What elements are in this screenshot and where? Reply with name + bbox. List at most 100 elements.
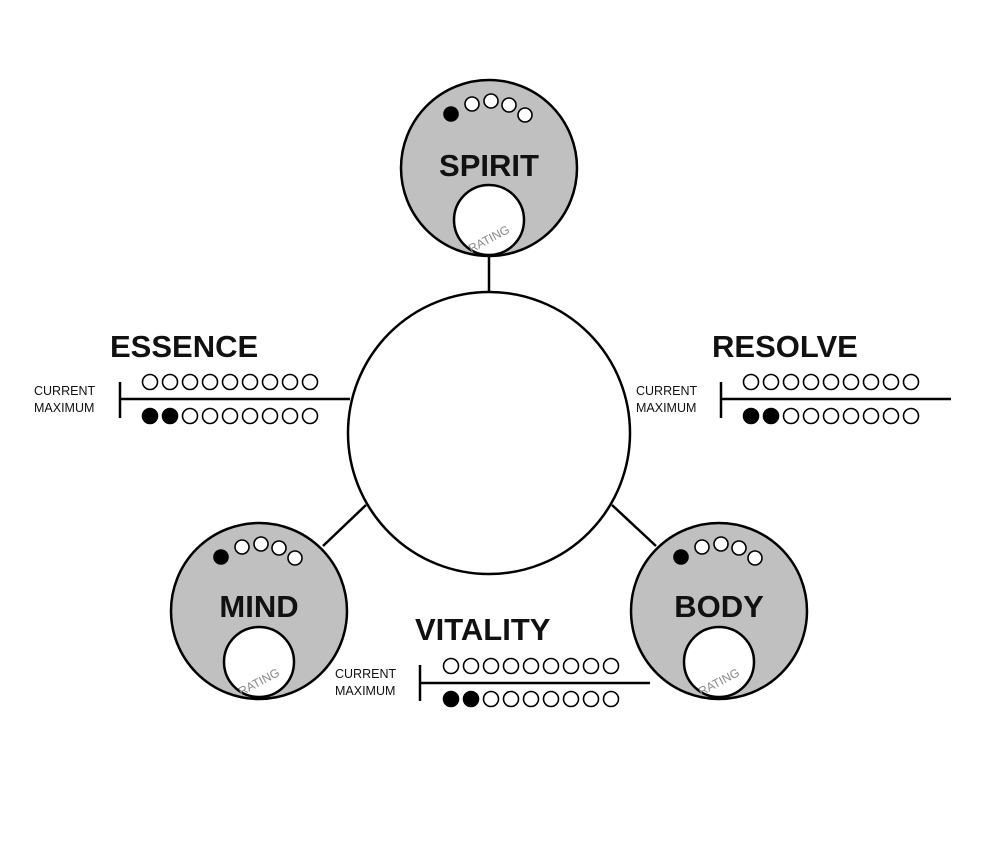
rating-circle[interactable]	[452, 183, 526, 257]
filled-dot[interactable]	[141, 407, 159, 425]
empty-dot[interactable]	[234, 539, 250, 555]
maximum-dot-track	[141, 407, 319, 425]
pool-title-vitality: VITALITY	[415, 612, 551, 647]
filled-dot[interactable]	[462, 690, 480, 708]
dot-track	[443, 93, 533, 123]
empty-dot[interactable]	[261, 373, 279, 391]
current-dot-track	[442, 657, 620, 675]
pool-essence: ESSENCE CURRENT MAXIMUM	[34, 329, 350, 425]
empty-dot[interactable]	[301, 373, 319, 391]
empty-dot[interactable]	[482, 690, 500, 708]
empty-dot[interactable]	[742, 373, 760, 391]
empty-dot[interactable]	[141, 373, 159, 391]
empty-dot[interactable]	[802, 407, 820, 425]
rating-circle[interactable]	[222, 625, 296, 699]
empty-dot[interactable]	[501, 97, 517, 113]
current-label: CURRENT	[34, 384, 95, 398]
maximum-dot-track	[442, 690, 620, 708]
empty-dot[interactable]	[271, 540, 287, 556]
connector-mind	[322, 504, 367, 547]
empty-dot[interactable]	[201, 373, 219, 391]
empty-dot[interactable]	[542, 657, 560, 675]
empty-dot[interactable]	[822, 373, 840, 391]
current-dot-track	[742, 373, 920, 391]
empty-dot[interactable]	[713, 536, 729, 552]
filled-dot[interactable]	[442, 690, 460, 708]
maximum-label: MAXIMUM	[335, 684, 395, 698]
attribute-name-body: BODY	[674, 589, 764, 624]
empty-dot[interactable]	[502, 657, 520, 675]
empty-dot[interactable]	[281, 373, 299, 391]
empty-dot[interactable]	[221, 373, 239, 391]
filled-dot[interactable]	[161, 407, 179, 425]
empty-dot[interactable]	[261, 407, 279, 425]
empty-dot[interactable]	[747, 550, 763, 566]
empty-dot[interactable]	[522, 657, 540, 675]
center-circle[interactable]	[346, 290, 632, 576]
empty-dot[interactable]	[542, 690, 560, 708]
rating-slot-body[interactable]: RATING	[682, 625, 756, 699]
empty-dot[interactable]	[882, 407, 900, 425]
maximum-dot-track	[742, 407, 920, 425]
empty-dot[interactable]	[782, 373, 800, 391]
empty-dot[interactable]	[842, 407, 860, 425]
empty-dot[interactable]	[562, 657, 580, 675]
empty-dot[interactable]	[694, 539, 710, 555]
dot-track	[213, 536, 303, 566]
empty-dot[interactable]	[842, 373, 860, 391]
current-label: CURRENT	[335, 667, 396, 681]
empty-dot[interactable]	[502, 690, 520, 708]
attribute-node-mind: MIND RATING	[169, 521, 349, 701]
rating-slot-spirit[interactable]: RATING	[452, 183, 526, 257]
empty-dot[interactable]	[253, 536, 269, 552]
rating-slot-mind[interactable]: RATING	[222, 625, 296, 699]
empty-dot[interactable]	[902, 373, 920, 391]
center-node[interactable]	[346, 290, 632, 576]
empty-dot[interactable]	[442, 657, 460, 675]
empty-dot[interactable]	[281, 407, 299, 425]
empty-dot[interactable]	[241, 373, 259, 391]
empty-dot[interactable]	[862, 373, 880, 391]
empty-dot[interactable]	[562, 690, 580, 708]
empty-dot[interactable]	[483, 93, 499, 109]
empty-dot[interactable]	[762, 373, 780, 391]
current-label: CURRENT	[636, 384, 697, 398]
rating-circle[interactable]	[682, 625, 756, 699]
empty-dot[interactable]	[602, 690, 620, 708]
empty-dot[interactable]	[482, 657, 500, 675]
empty-dot[interactable]	[782, 407, 800, 425]
empty-dot[interactable]	[731, 540, 747, 556]
empty-dot[interactable]	[161, 373, 179, 391]
connector-body	[611, 504, 657, 547]
pool-title-resolve: RESOLVE	[712, 329, 858, 364]
empty-dot[interactable]	[287, 550, 303, 566]
filled-dot[interactable]	[762, 407, 780, 425]
pool-title-essence: ESSENCE	[110, 329, 258, 364]
filled-dot[interactable]	[742, 407, 760, 425]
empty-dot[interactable]	[181, 373, 199, 391]
empty-dot[interactable]	[201, 407, 219, 425]
empty-dot[interactable]	[862, 407, 880, 425]
empty-dot[interactable]	[464, 96, 480, 112]
empty-dot[interactable]	[517, 107, 533, 123]
filled-dot[interactable]	[213, 549, 229, 565]
empty-dot[interactable]	[241, 407, 259, 425]
empty-dot[interactable]	[301, 407, 319, 425]
node-circle	[629, 521, 809, 701]
empty-dot[interactable]	[522, 690, 540, 708]
empty-dot[interactable]	[602, 657, 620, 675]
empty-dot[interactable]	[822, 407, 840, 425]
empty-dot[interactable]	[882, 373, 900, 391]
filled-dot[interactable]	[443, 106, 459, 122]
empty-dot[interactable]	[181, 407, 199, 425]
empty-dot[interactable]	[221, 407, 239, 425]
empty-dot[interactable]	[462, 657, 480, 675]
empty-dot[interactable]	[902, 407, 920, 425]
empty-dot[interactable]	[802, 373, 820, 391]
empty-dot[interactable]	[582, 690, 600, 708]
node-circle	[169, 521, 349, 701]
empty-dot[interactable]	[582, 657, 600, 675]
maximum-label: MAXIMUM	[636, 401, 696, 415]
filled-dot[interactable]	[673, 549, 689, 565]
